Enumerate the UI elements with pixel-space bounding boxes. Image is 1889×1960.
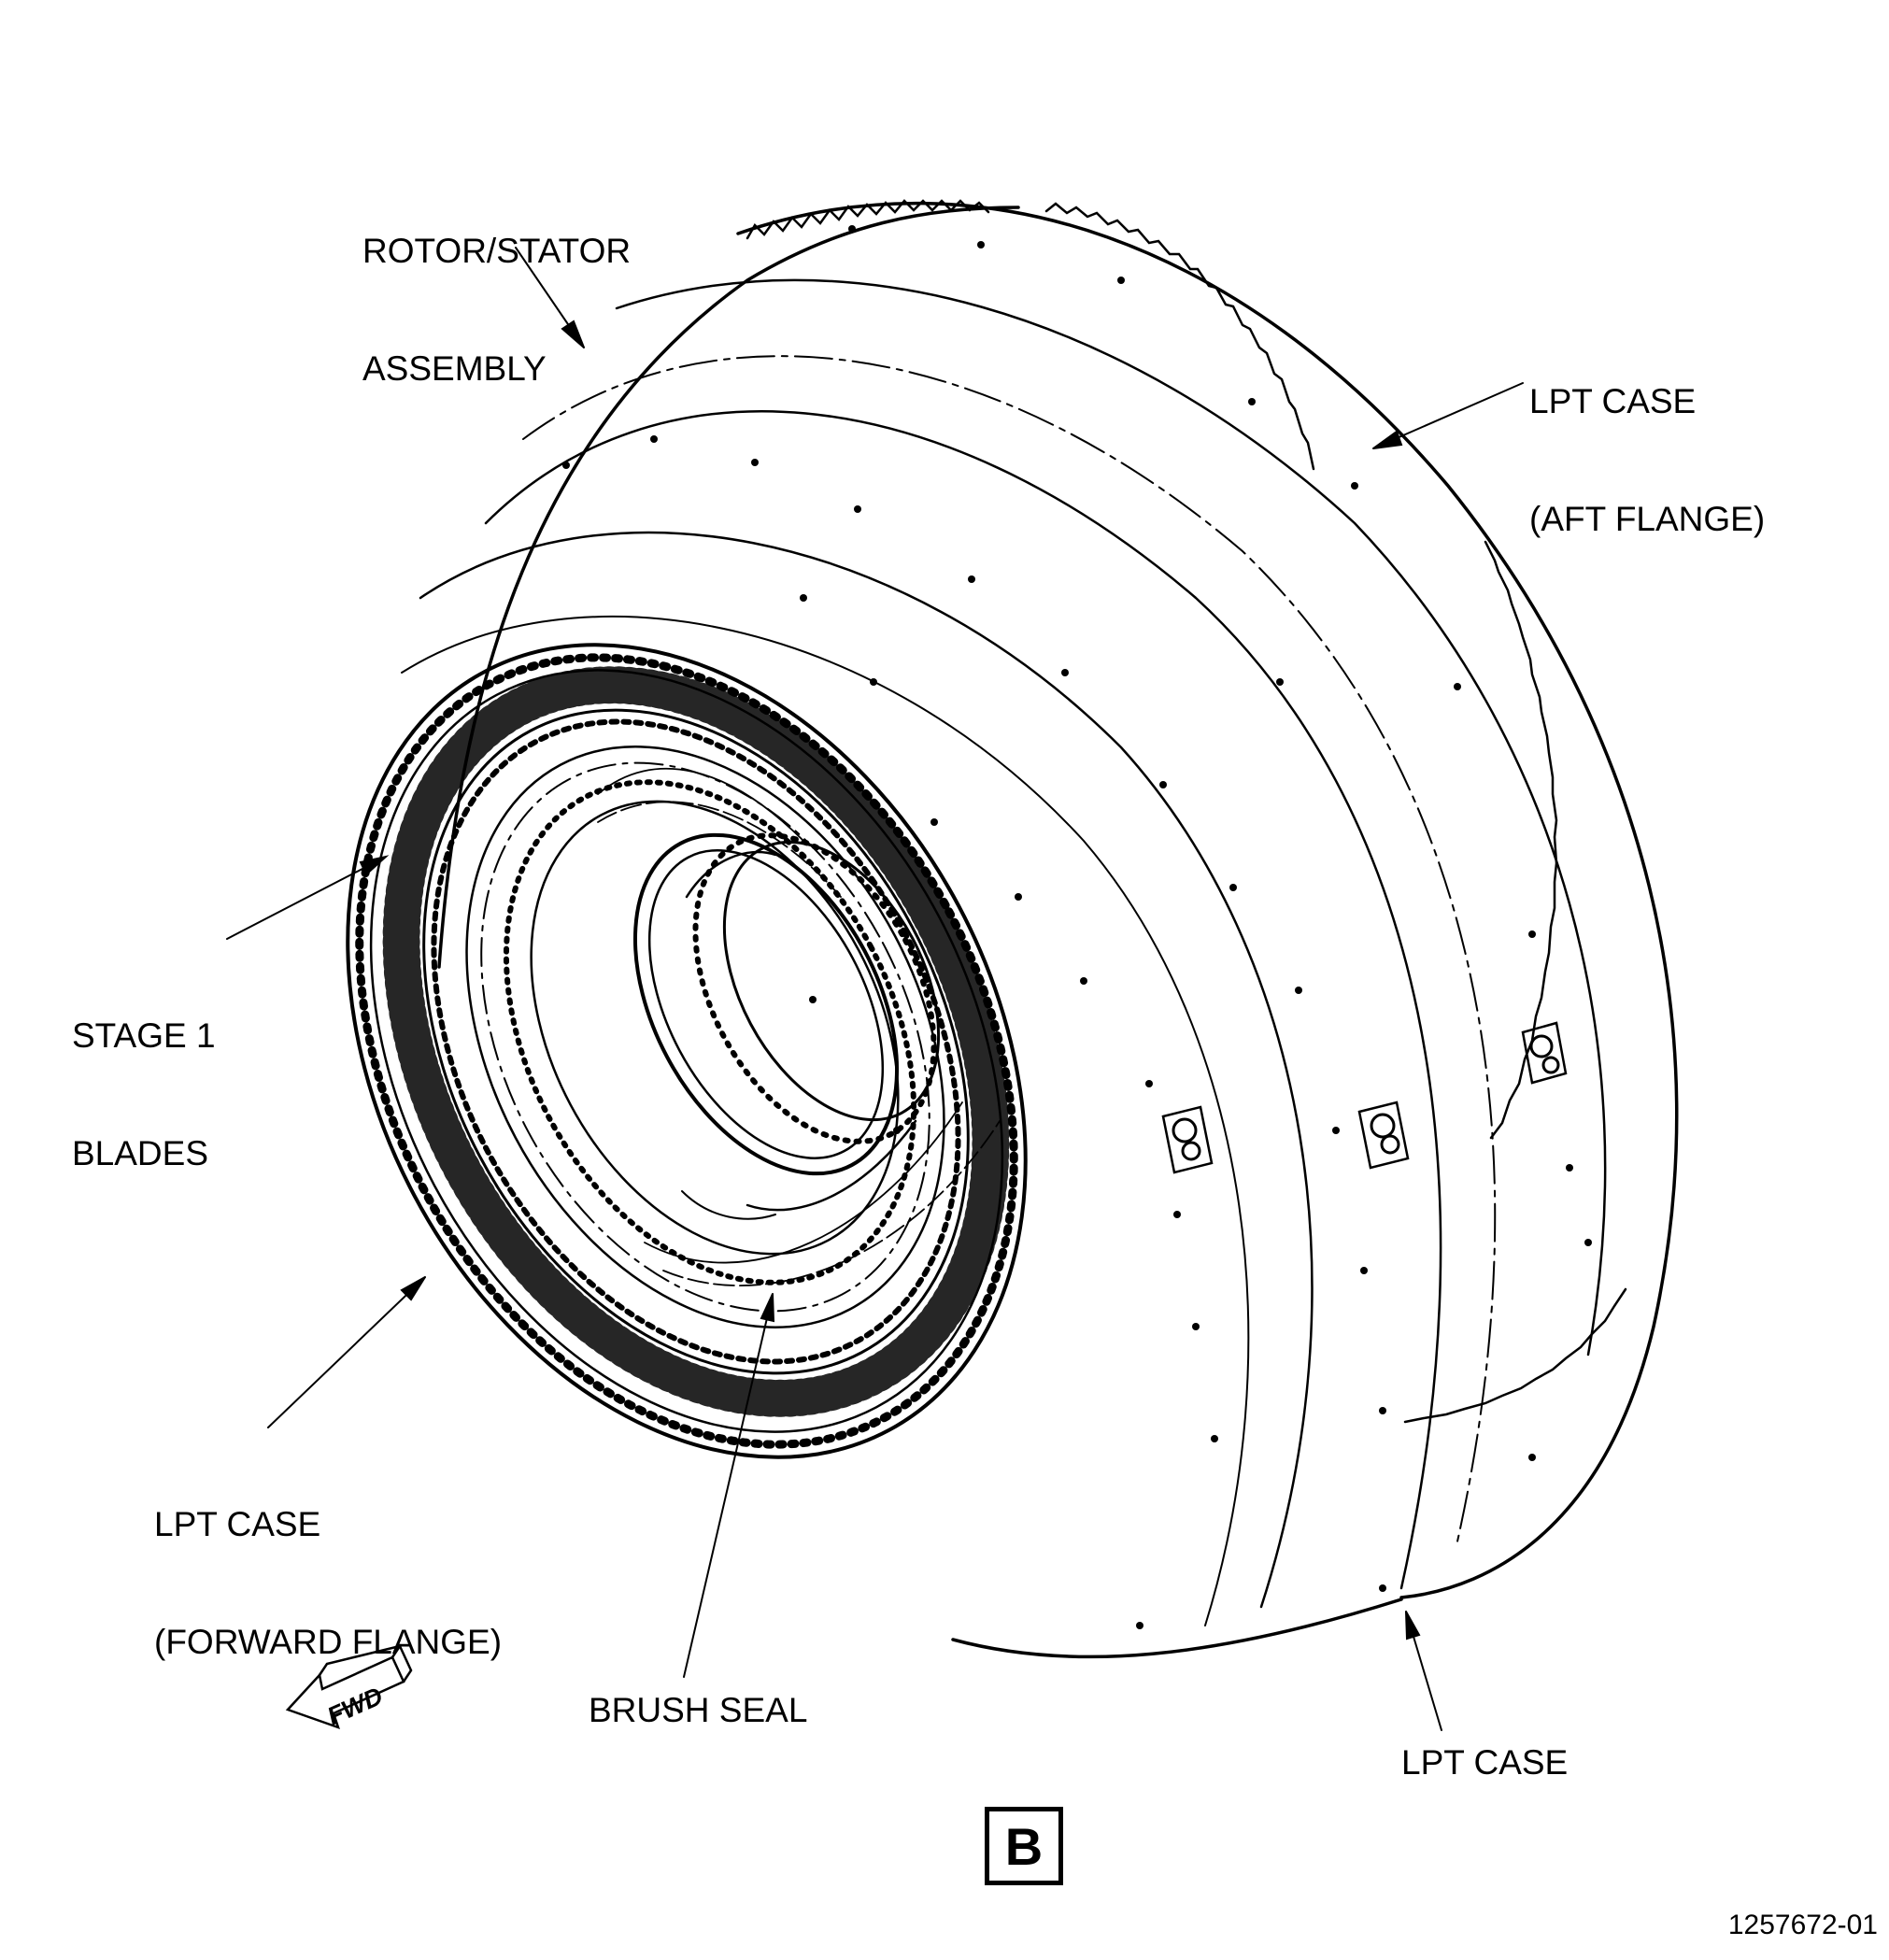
callout-line: STAGE 1 — [72, 1016, 216, 1055]
callout-line: LPT CASE — [1529, 382, 1697, 420]
callout-brush-seal: BRUSH SEAL — [589, 1691, 808, 1729]
callout-stage1-blades: STAGE 1 BLADES — [72, 938, 216, 1213]
callout-line: LPT CASE — [154, 1505, 321, 1543]
callout-line: ASSEMBLY — [362, 349, 547, 388]
callout-lpt-case-aft-flange: LPT CASE (AFT FLANGE) — [1529, 304, 1765, 578]
fwd-direction-arrow — [285, 1643, 413, 1730]
view-label: B — [985, 1807, 1063, 1885]
stage1-blades — [382, 666, 1010, 1417]
callout-lpt-case-forward-flange: LPT CASE (FORWARD FLANGE) — [154, 1427, 502, 1701]
callout-line: BLADES — [72, 1134, 209, 1172]
case-boss — [1357, 1101, 1410, 1170]
callout-lpt-case: LPT CASE — [1401, 1743, 1569, 1782]
case-boss — [1161, 1105, 1214, 1174]
callout-line: (AFT FLANGE) — [1529, 500, 1766, 538]
inner-stator-rings — [465, 746, 1001, 1328]
case-boss — [1521, 1021, 1568, 1085]
leader-lines — [226, 247, 1524, 1731]
callout-rotor-stator: ROTOR/STATOR ASSEMBLY — [362, 153, 631, 428]
callout-line: (FORWARD FLANGE) — [154, 1623, 503, 1661]
figure-number: 1257672-01 — [1727, 1910, 1878, 1940]
inner-hub — [632, 832, 941, 1220]
case-bolt-holes — [562, 225, 1592, 1629]
callout-line: ROTOR/STATOR — [362, 232, 632, 270]
lpt-case-body — [401, 199, 1679, 1659]
